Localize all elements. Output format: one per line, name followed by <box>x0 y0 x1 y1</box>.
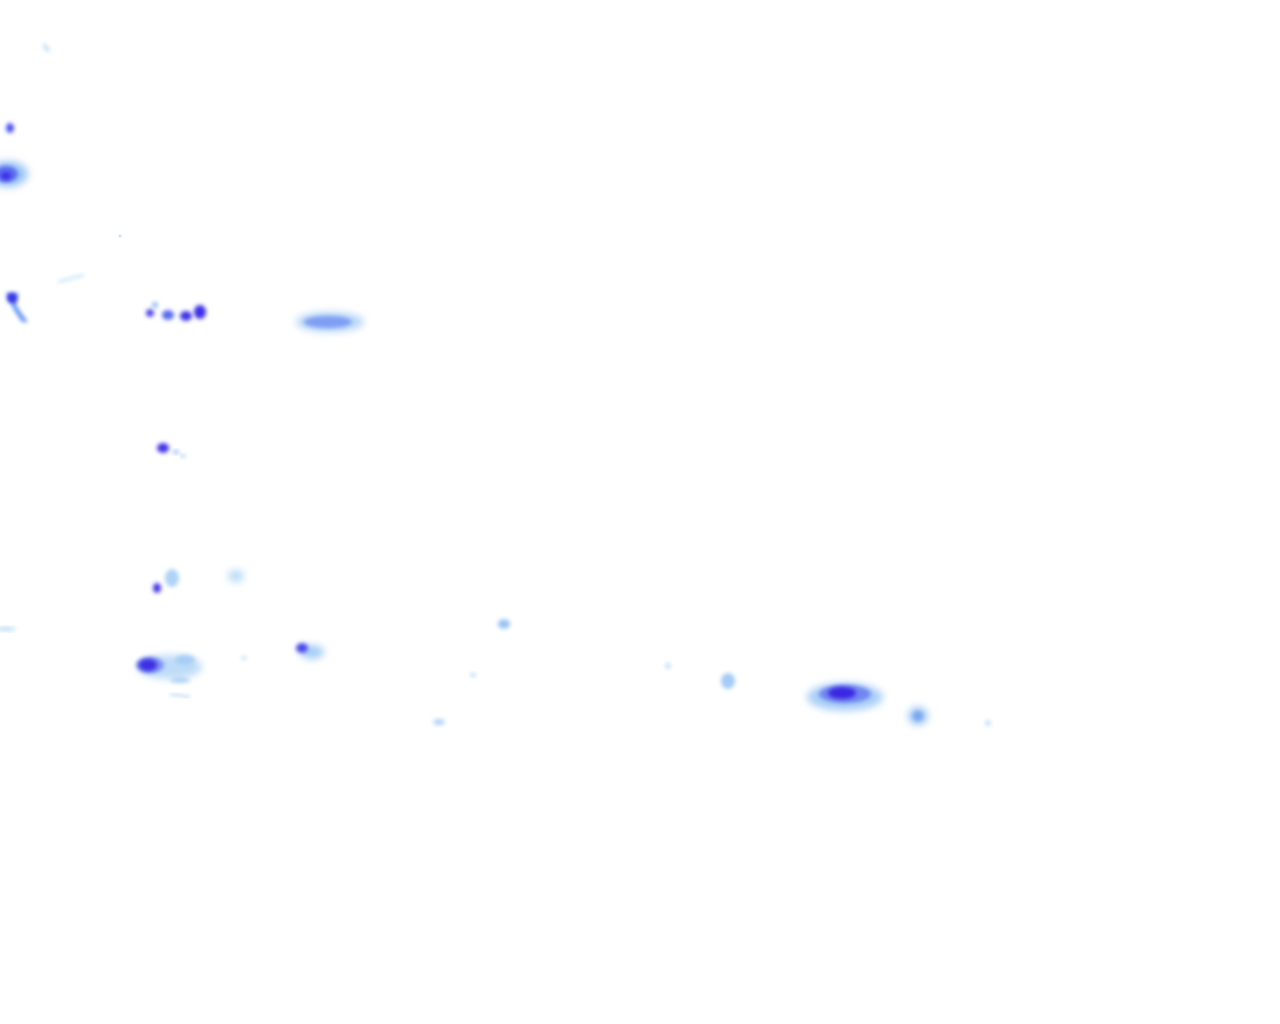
echo-cell-faint-speck <box>118 234 122 238</box>
echo-cell-topleft-streak <box>42 42 50 52</box>
echo-cell-southeast-main <box>807 683 883 711</box>
echo-cell-left-tail <box>6 293 28 322</box>
echo-cell-mid-west <box>157 443 185 458</box>
echo-cell-cluster-south <box>136 655 202 698</box>
echo-cell-faint-line-left <box>57 274 85 283</box>
echo-cell-left-edge <box>0 161 28 187</box>
echo-cell-south-central <box>296 643 324 659</box>
echo-cell-band-central <box>296 312 364 332</box>
echo-cell-left-dot <box>6 123 14 133</box>
echo-cell-left-faint <box>0 627 16 631</box>
echo-cell-cluster-southwest <box>153 569 244 593</box>
echo-cell-southeast-small <box>908 707 928 725</box>
echo-cell-small-scatter <box>241 619 991 726</box>
echo-cell-cluster-west <box>146 302 206 321</box>
